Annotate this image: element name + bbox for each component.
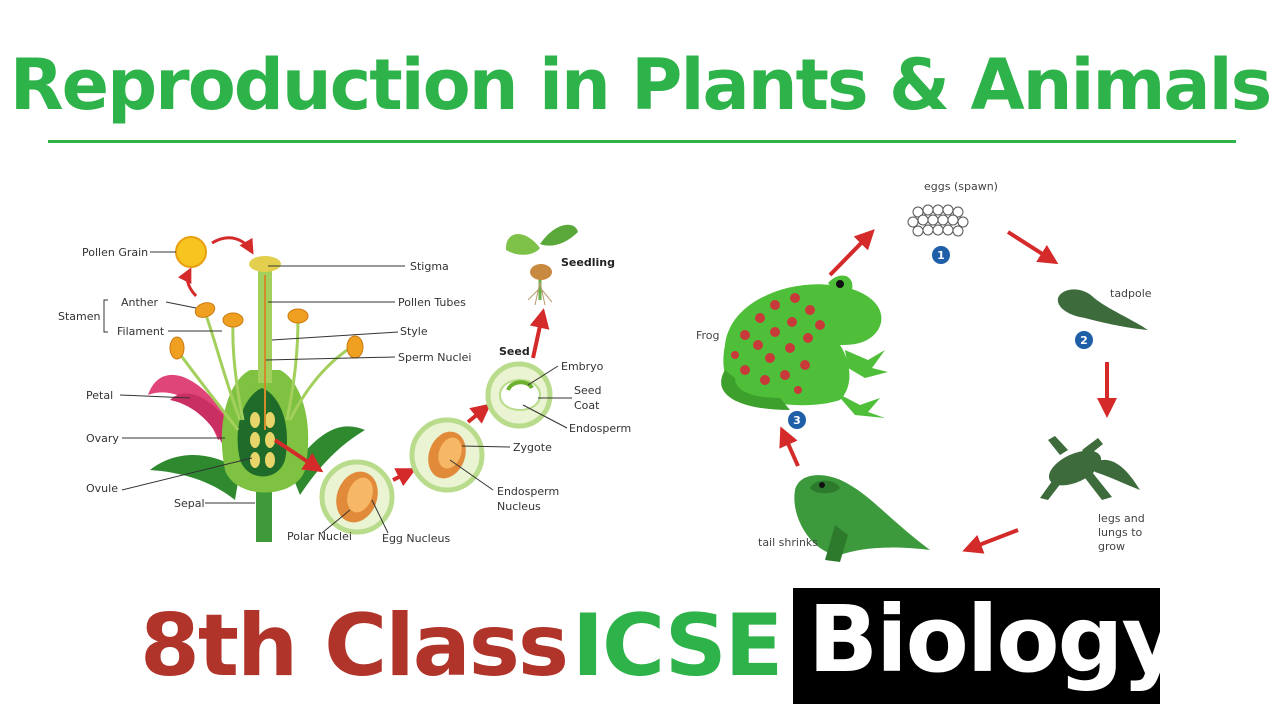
frog-life-cycle: eggs (spawn) 1 tadpole 2 legs and lungs …	[696, 180, 1152, 562]
label-stigma: Stigma	[410, 260, 449, 273]
seed-circle	[485, 361, 553, 429]
label-pollen-grain: Pollen Grain	[82, 246, 148, 259]
tadpole-shape	[1057, 289, 1148, 330]
diagram-area: Pollen Grain Anther Stamen Filament Peta…	[58, 180, 1152, 562]
icse-text: ICSE	[572, 596, 783, 696]
label-seedling: Seedling	[561, 256, 615, 269]
step-2-badge	[1075, 331, 1093, 349]
label-sperm-nuclei: Sperm Nuclei	[398, 351, 471, 364]
bottom-banner: 8th Class ICSE Biology	[0, 588, 1280, 708]
flower-diagram: Pollen Grain Anther Stamen Filament Peta…	[58, 224, 631, 545]
pollen-grain-shape	[175, 236, 207, 268]
step-2-number: 2	[1080, 334, 1088, 347]
eggs-shape	[907, 204, 969, 237]
seedling-shape	[505, 224, 578, 306]
zygote-circle	[409, 417, 485, 493]
froglet-shape	[1040, 436, 1140, 500]
cycle-arrows	[779, 229, 1117, 554]
label-tadpole: tadpole	[1110, 287, 1152, 300]
filaments	[175, 311, 351, 431]
young-frog-shape	[794, 475, 930, 562]
label-zygote: Zygote	[513, 441, 552, 454]
ovules	[250, 412, 275, 468]
label-polar-nuclei: Polar Nuclei	[287, 530, 352, 543]
label-endosperm-nucleus-1: Endosperm	[497, 485, 559, 498]
anthers	[169, 302, 364, 360]
label-frog: Frog	[696, 329, 720, 342]
label-egg-nucleus: Egg Nucleus	[382, 532, 450, 545]
label-endosperm: Endosperm	[569, 422, 631, 435]
label-seed-coat-2: Coat	[574, 399, 600, 412]
biology-text: Biology	[808, 586, 1181, 693]
step-1-number: 1	[937, 249, 945, 262]
label-filament: Filament	[117, 325, 165, 338]
adult-frog-shape	[721, 275, 888, 418]
label-ovule: Ovule	[86, 482, 118, 495]
label-stamen: Stamen	[58, 310, 101, 323]
step-3-badge	[788, 411, 806, 429]
class-text: 8th Class	[140, 596, 569, 696]
label-endosperm-nucleus-2: Nucleus	[497, 500, 541, 513]
fertilisation-circle	[319, 459, 395, 535]
label-legs-2: lungs to	[1098, 526, 1143, 539]
label-ovary: Ovary	[86, 432, 119, 445]
label-petal: Petal	[86, 389, 113, 402]
label-eggs: eggs (spawn)	[924, 180, 998, 193]
stigma-shape	[249, 256, 281, 272]
label-sepal: Sepal	[174, 497, 205, 510]
step-1-badge	[932, 246, 950, 264]
label-legs-1: legs and	[1098, 512, 1145, 525]
label-embryo: Embryo	[561, 360, 604, 373]
label-seed: Seed	[499, 345, 530, 358]
label-seed-coat-1: Seed	[574, 384, 602, 397]
title-underline	[48, 140, 1236, 143]
label-tail-shrinks: tail shrinks	[758, 536, 818, 549]
page-title: Reproduction in Plants & Animals	[9, 44, 1273, 126]
biology-box	[793, 588, 1160, 704]
label-anther: Anther	[121, 296, 159, 309]
label-style: Style	[400, 325, 428, 338]
step-3-number: 3	[793, 414, 801, 427]
label-legs-3: grow	[1098, 540, 1125, 553]
label-pollen-tubes: Pollen Tubes	[398, 296, 466, 309]
